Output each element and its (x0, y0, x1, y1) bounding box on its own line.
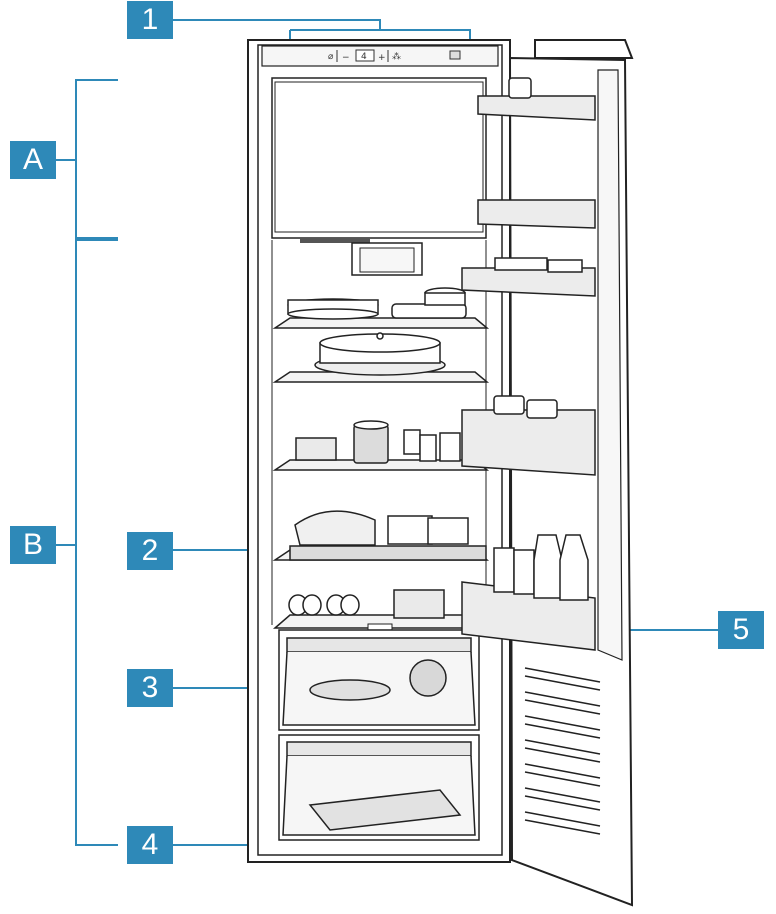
minus-label: − (342, 53, 350, 63)
callout-b: B (10, 526, 56, 564)
shelf-1 (272, 317, 490, 329)
callout-2: 2 (127, 532, 173, 570)
door-shelves (461, 77, 596, 651)
svg-text:⌀: ⌀ (328, 52, 334, 62)
callout-5: 5 (718, 611, 764, 649)
svg-text:⁂: ⁂ (392, 51, 401, 62)
callout-1: 1 (127, 1, 173, 39)
tray-2 (289, 545, 487, 561)
callout-3: 3 (127, 669, 173, 707)
shelf-2 (272, 371, 490, 383)
food-items (287, 287, 487, 619)
door-top (534, 39, 634, 59)
callout-4: 4 (127, 826, 173, 864)
bracket-b (75, 239, 118, 846)
door-vents (524, 667, 601, 835)
bracket-a (75, 79, 118, 239)
control-panel-content: ⌀ − 4 + ⁂ (328, 49, 461, 63)
callout-a: A (10, 141, 56, 179)
temp-display: 4 (361, 52, 367, 62)
control-panel (261, 45, 499, 67)
leader-1 (170, 19, 381, 30)
plus-label: + (378, 53, 386, 63)
freezer-handle (300, 238, 370, 243)
drawers (278, 629, 480, 841)
